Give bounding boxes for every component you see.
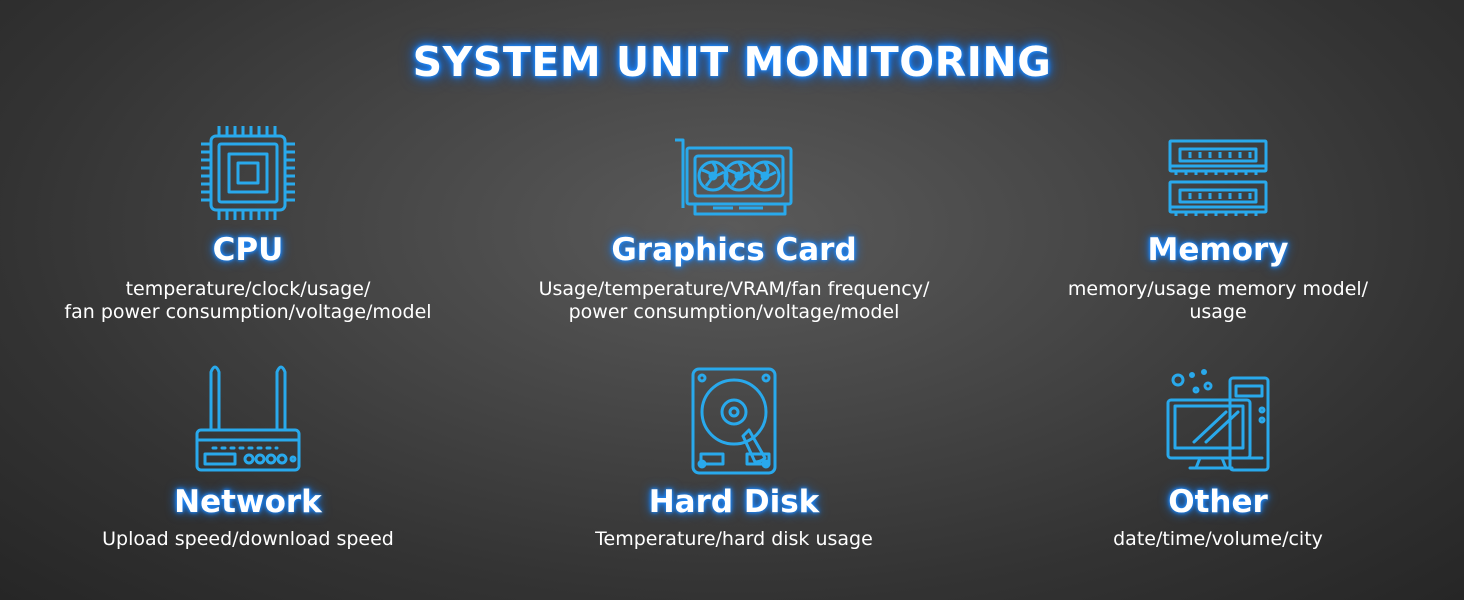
router-icon — [28, 360, 468, 474]
cpu-chip-icon — [28, 122, 468, 224]
heading-cpu: CPU — [212, 232, 284, 268]
feature-network: Network Upload speed/download speed — [28, 360, 468, 560]
desc-hard-disk: Temperature/hard disk usage — [504, 528, 964, 551]
heading-other: Other — [1168, 484, 1268, 520]
memory-ram-icon — [998, 138, 1438, 218]
desc-other-line-1: date/time/volume/city — [1113, 528, 1323, 550]
desc-network-line-1: Upload speed/download speed — [102, 528, 394, 550]
hard-disk-icon — [514, 366, 954, 476]
desc-cpu: temperature/clock/usage/ fan power consu… — [18, 278, 478, 324]
desc-other: date/time/volume/city — [988, 528, 1448, 551]
desc-cpu-line-2: fan power consumption/voltage/model — [64, 301, 432, 323]
desktop-computer-icon — [998, 368, 1438, 474]
feature-graphics-card: Graphics Card Usage/temperature/VRAM/fan… — [514, 118, 954, 338]
feature-other: Other date/time/volume/city — [998, 360, 1438, 560]
feature-cpu: CPU temperature/clock/usage/ fan power c… — [28, 118, 468, 338]
desc-hard-disk-line-1: Temperature/hard disk usage — [595, 528, 873, 550]
page-title: SYSTEM UNIT MONITORING — [412, 38, 1052, 86]
heading-hard-disk: Hard Disk — [648, 484, 820, 520]
heading-network: Network — [174, 484, 322, 520]
desc-graphics-card-line-1: Usage/temperature/VRAM/fan frequency/ — [538, 278, 930, 300]
graphics-card-icon — [514, 136, 954, 218]
desc-memory-line-1: memory/usage memory model/ — [1067, 278, 1369, 300]
desc-graphics-card-line-2: power consumption/voltage/model — [568, 301, 900, 323]
feature-memory: Memory memory/usage memory model/ usage — [998, 118, 1438, 338]
desc-memory-line-2: usage — [1189, 301, 1247, 323]
heading-memory: Memory — [1147, 232, 1289, 268]
desc-network: Upload speed/download speed — [18, 528, 478, 551]
desc-cpu-line-1: temperature/clock/usage/ — [125, 278, 371, 300]
desc-graphics-card: Usage/temperature/VRAM/fan frequency/ po… — [504, 278, 964, 324]
desc-memory: memory/usage memory model/ usage — [988, 278, 1448, 324]
feature-hard-disk: Hard Disk Temperature/hard disk usage — [514, 360, 954, 560]
heading-graphics-card: Graphics Card — [611, 232, 857, 268]
